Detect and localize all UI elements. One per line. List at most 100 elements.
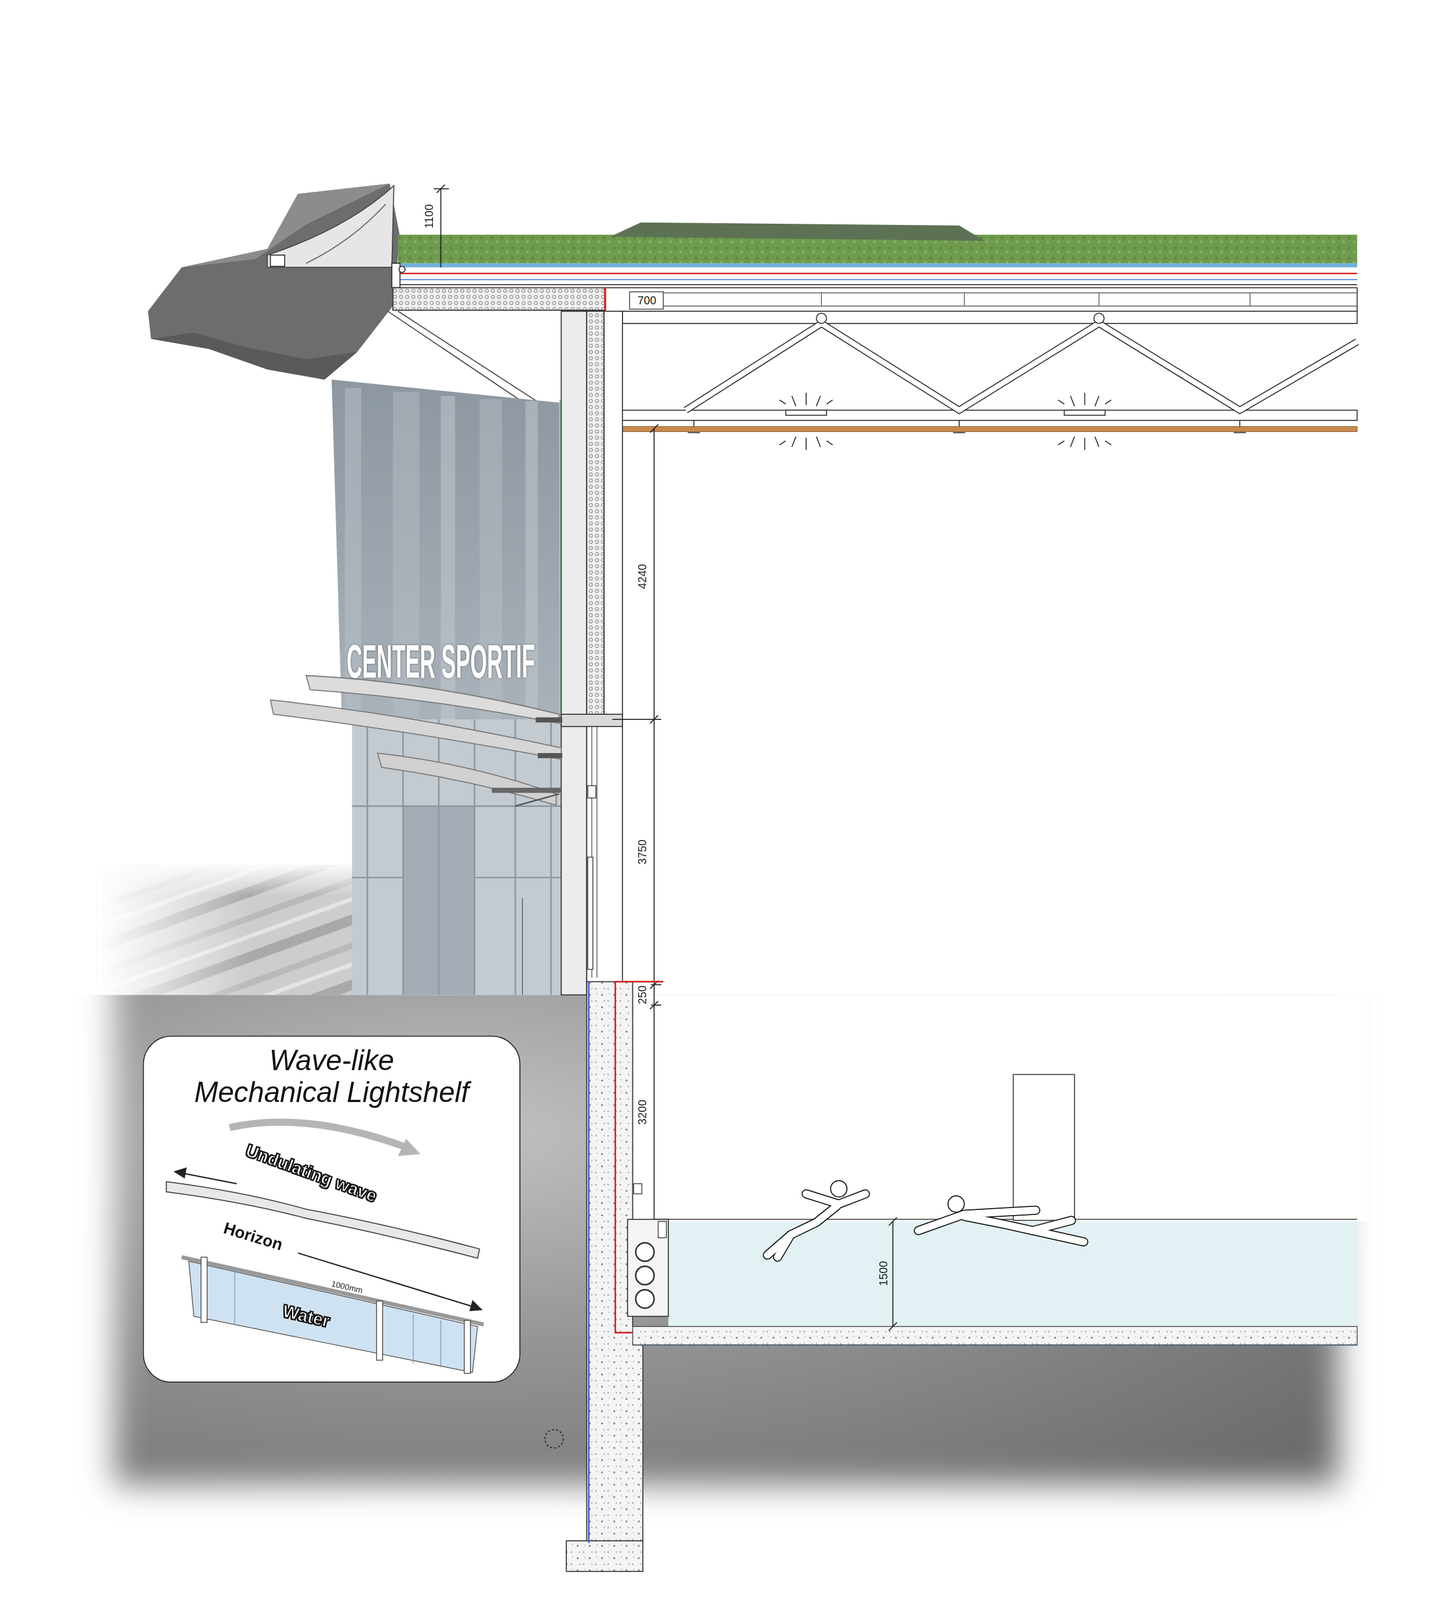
dimension-label: 700 <box>635 294 659 308</box>
drawing-rect <box>785 410 827 416</box>
drawing-path <box>377 752 556 806</box>
drawing-g <box>767 1193 1084 1257</box>
drawing-polyline <box>615 981 1358 1333</box>
drawing-line <box>663 305 1357 307</box>
drawing-line <box>653 428 655 1219</box>
drawing-rect <box>586 311 604 720</box>
drawing-line <box>515 793 560 806</box>
drawing-rect <box>1013 1073 1075 1221</box>
drawing-path <box>267 185 394 268</box>
drawing-line <box>1094 395 1099 407</box>
inset-illustration <box>166 1122 484 1374</box>
drawing-line <box>687 431 701 433</box>
drawing-line <box>1233 431 1247 433</box>
drawing-line <box>1084 392 1086 406</box>
drawing-polyline <box>767 1206 837 1255</box>
drawing-line <box>805 437 807 450</box>
drawing-rect <box>492 787 562 793</box>
drawing-line <box>888 1217 897 1226</box>
drawing-rect <box>668 1221 1357 1327</box>
drawing-line <box>888 1322 897 1331</box>
drawing-line <box>791 395 796 407</box>
drawing-line <box>649 424 658 433</box>
dimension-label: 4240 <box>636 563 648 589</box>
drawing-line <box>1070 436 1075 447</box>
drawing-rect <box>587 785 596 798</box>
drawing-line <box>650 1004 662 1006</box>
drawing-path <box>270 699 562 759</box>
drawing-line <box>366 719 369 995</box>
drawing-line <box>440 1320 442 1368</box>
drawing-rect <box>658 1221 667 1238</box>
drawing-rect <box>629 291 664 309</box>
drawing-line <box>1070 395 1075 407</box>
drawing-line <box>412 1313 414 1363</box>
drawing-circle <box>635 1289 655 1309</box>
inset-panel: Wave-like Mechanical Lightshelf <box>142 1035 520 1383</box>
drawing-line <box>1105 440 1112 445</box>
drawing-line <box>596 726 597 978</box>
drawing-rect <box>270 255 286 267</box>
drawing-rect <box>622 311 1358 324</box>
drawing-line <box>791 436 796 447</box>
swimming-pool <box>627 1073 1358 1345</box>
drawing-polygon <box>173 1167 187 1179</box>
drawing-line <box>438 719 440 995</box>
drawing-polyline <box>1032 1220 1072 1231</box>
drawing-line <box>550 719 552 995</box>
drawing-rect <box>622 323 1358 411</box>
drawing-line <box>663 292 1357 293</box>
drawing-rect <box>587 857 593 970</box>
ceiling-light <box>779 392 1112 451</box>
drawing-g <box>351 719 563 995</box>
interior-void <box>632 994 1368 1222</box>
drawing-line <box>588 981 591 1543</box>
drawing-rect <box>561 311 587 995</box>
basement-wall <box>544 981 1357 1571</box>
drawing-rect <box>622 426 1358 432</box>
drawing-line <box>805 392 807 406</box>
drawing-line <box>650 984 662 986</box>
drawing-polygon <box>610 222 985 242</box>
green-roof <box>391 222 1357 289</box>
drawing-line <box>653 1218 1358 1221</box>
drawing-line <box>1084 437 1086 450</box>
drawing-circle <box>398 266 406 273</box>
drawing-line <box>952 431 966 433</box>
drawing-polyline <box>964 1216 1084 1242</box>
dimension-label: 3750 <box>636 839 648 865</box>
drawing-rect <box>464 1320 471 1374</box>
drawing-line <box>437 184 446 194</box>
swimmer-figure <box>767 1180 1084 1258</box>
drawing-line <box>522 897 523 995</box>
drawing-line <box>779 440 786 445</box>
drawing-line <box>1058 399 1065 404</box>
inset-ground <box>142 1035 520 1383</box>
drawing-polygon <box>469 1299 483 1311</box>
drawing-rect <box>537 752 563 759</box>
drawing-circle <box>1093 312 1105 324</box>
drawing-line <box>892 1221 894 1327</box>
dimension-label: 1500 <box>878 1260 890 1286</box>
timber-ceiling <box>622 420 1358 433</box>
drawing-rect <box>1064 410 1105 416</box>
drawing-line <box>826 399 833 404</box>
drawing-polyline <box>767 1206 837 1255</box>
drawing-line <box>649 715 658 724</box>
soil <box>61 994 1389 1546</box>
drawing-line <box>398 278 1358 280</box>
panel-heading: Wave-like Mechanical Lightshelf <box>143 1045 520 1109</box>
drawing-line <box>183 1173 238 1184</box>
drawing-g <box>767 1193 1084 1257</box>
drawing-line <box>234 1271 235 1325</box>
drawing-line <box>1058 440 1065 445</box>
drawing-rect <box>605 287 1358 311</box>
drawing-path <box>306 204 386 264</box>
drawing-line <box>779 399 786 404</box>
drawing-rect <box>201 1257 208 1323</box>
drawing-line <box>473 719 476 995</box>
wall-column <box>561 311 623 995</box>
lightshelf <box>270 675 563 806</box>
drawing-line <box>181 1257 484 1325</box>
